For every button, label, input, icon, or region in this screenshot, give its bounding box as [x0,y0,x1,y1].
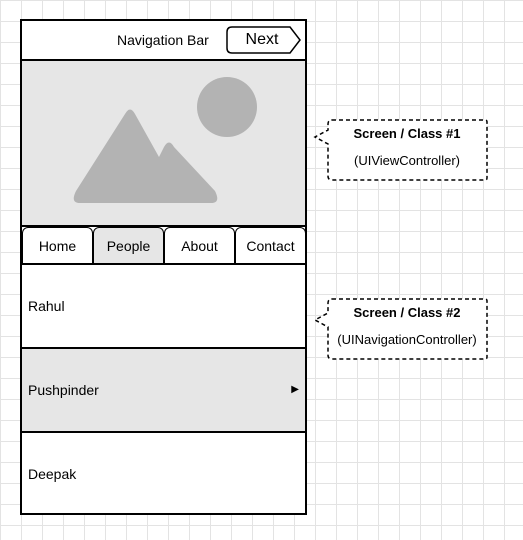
phone-mockup: Navigation Bar Next Home People About Co… [20,19,307,515]
tab-about-label: About [181,238,218,254]
callout-subtitle: (UINavigationController) [337,332,477,347]
list-item-label: Pushpinder [28,382,99,398]
list-item-pushpinder[interactable]: Pushpinder ▶ [22,349,305,433]
callout-screen-class-2: Screen / Class #2 (UINavigationControlle… [313,297,489,360]
tab-bar: Home People About Contact [22,227,306,265]
navigation-bar-title: Navigation Bar [117,32,209,48]
callout-screen-class-1: Screen / Class #1 (UIViewController) [313,118,489,181]
table-list: Rahul Pushpinder ▶ Deepak [22,265,305,513]
tab-about[interactable]: About [164,227,235,263]
next-button-shape [226,26,301,54]
list-item-deepak[interactable]: Deepak [22,433,305,513]
navigation-bar: Navigation Bar Next [22,21,305,61]
list-item-label: Rahul [28,298,65,314]
next-button[interactable]: Next [226,26,302,54]
tab-home[interactable]: Home [22,227,93,263]
list-item-rahul[interactable]: Rahul [22,265,305,349]
image-placeholder-icon [73,77,257,203]
tab-home-label: Home [38,238,77,254]
callout-bubble-shape [313,119,488,181]
callout-subtitle: (UIViewController) [354,153,460,168]
list-item-label: Deepak [28,466,77,482]
callout-title: Screen / Class #2 [353,305,461,320]
tab-contact[interactable]: Contact [235,227,306,263]
callout-title: Screen / Class #1 [353,126,461,141]
play-arrow-icon: ▶ [291,384,299,395]
tab-people[interactable]: People [93,227,164,263]
tab-contact-label: Contact [246,238,295,254]
image-placeholder [22,61,305,227]
next-button-label: Next [245,31,279,48]
callout-bubble-shape [313,298,488,360]
tab-people-label: People [106,238,151,254]
